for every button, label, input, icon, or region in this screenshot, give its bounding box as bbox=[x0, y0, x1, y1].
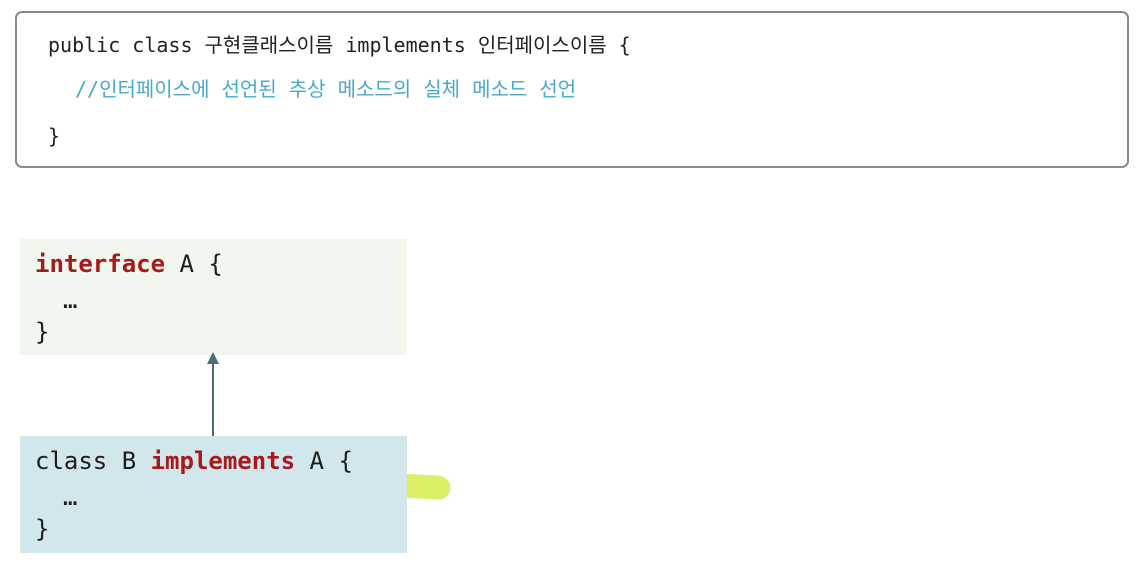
implements-keyword: implements bbox=[150, 447, 296, 475]
syntax-closing-brace: } bbox=[48, 124, 61, 148]
class-name: class B bbox=[35, 447, 151, 475]
interface-code-block: interface A { … } bbox=[20, 239, 407, 355]
class-code-block: class B implements A { … } bbox=[20, 436, 407, 553]
class-body-ellipsis: … bbox=[63, 483, 78, 511]
interface-keyword: interface bbox=[35, 250, 166, 278]
class-closing-brace: } bbox=[35, 515, 50, 543]
interface-declaration-line: interface A { bbox=[35, 249, 223, 279]
syntax-box: public class 구현클래스이름 implements 인터페이스이름 … bbox=[15, 11, 1129, 168]
interface-body-ellipsis: … bbox=[63, 286, 78, 314]
class-declaration-line: class B implements A { bbox=[35, 446, 353, 476]
up-arrow-icon bbox=[207, 352, 219, 436]
interface-closing-brace: } bbox=[35, 318, 50, 346]
syntax-comment-line: //인터페이스에 선언된 추상 메소드의 실체 메소드 선언 bbox=[75, 77, 577, 101]
implemented-interface-name: A { bbox=[295, 447, 353, 475]
interface-name: A { bbox=[165, 250, 223, 278]
syntax-declaration-line: public class 구현클래스이름 implements 인터페이스이름 … bbox=[48, 33, 631, 57]
